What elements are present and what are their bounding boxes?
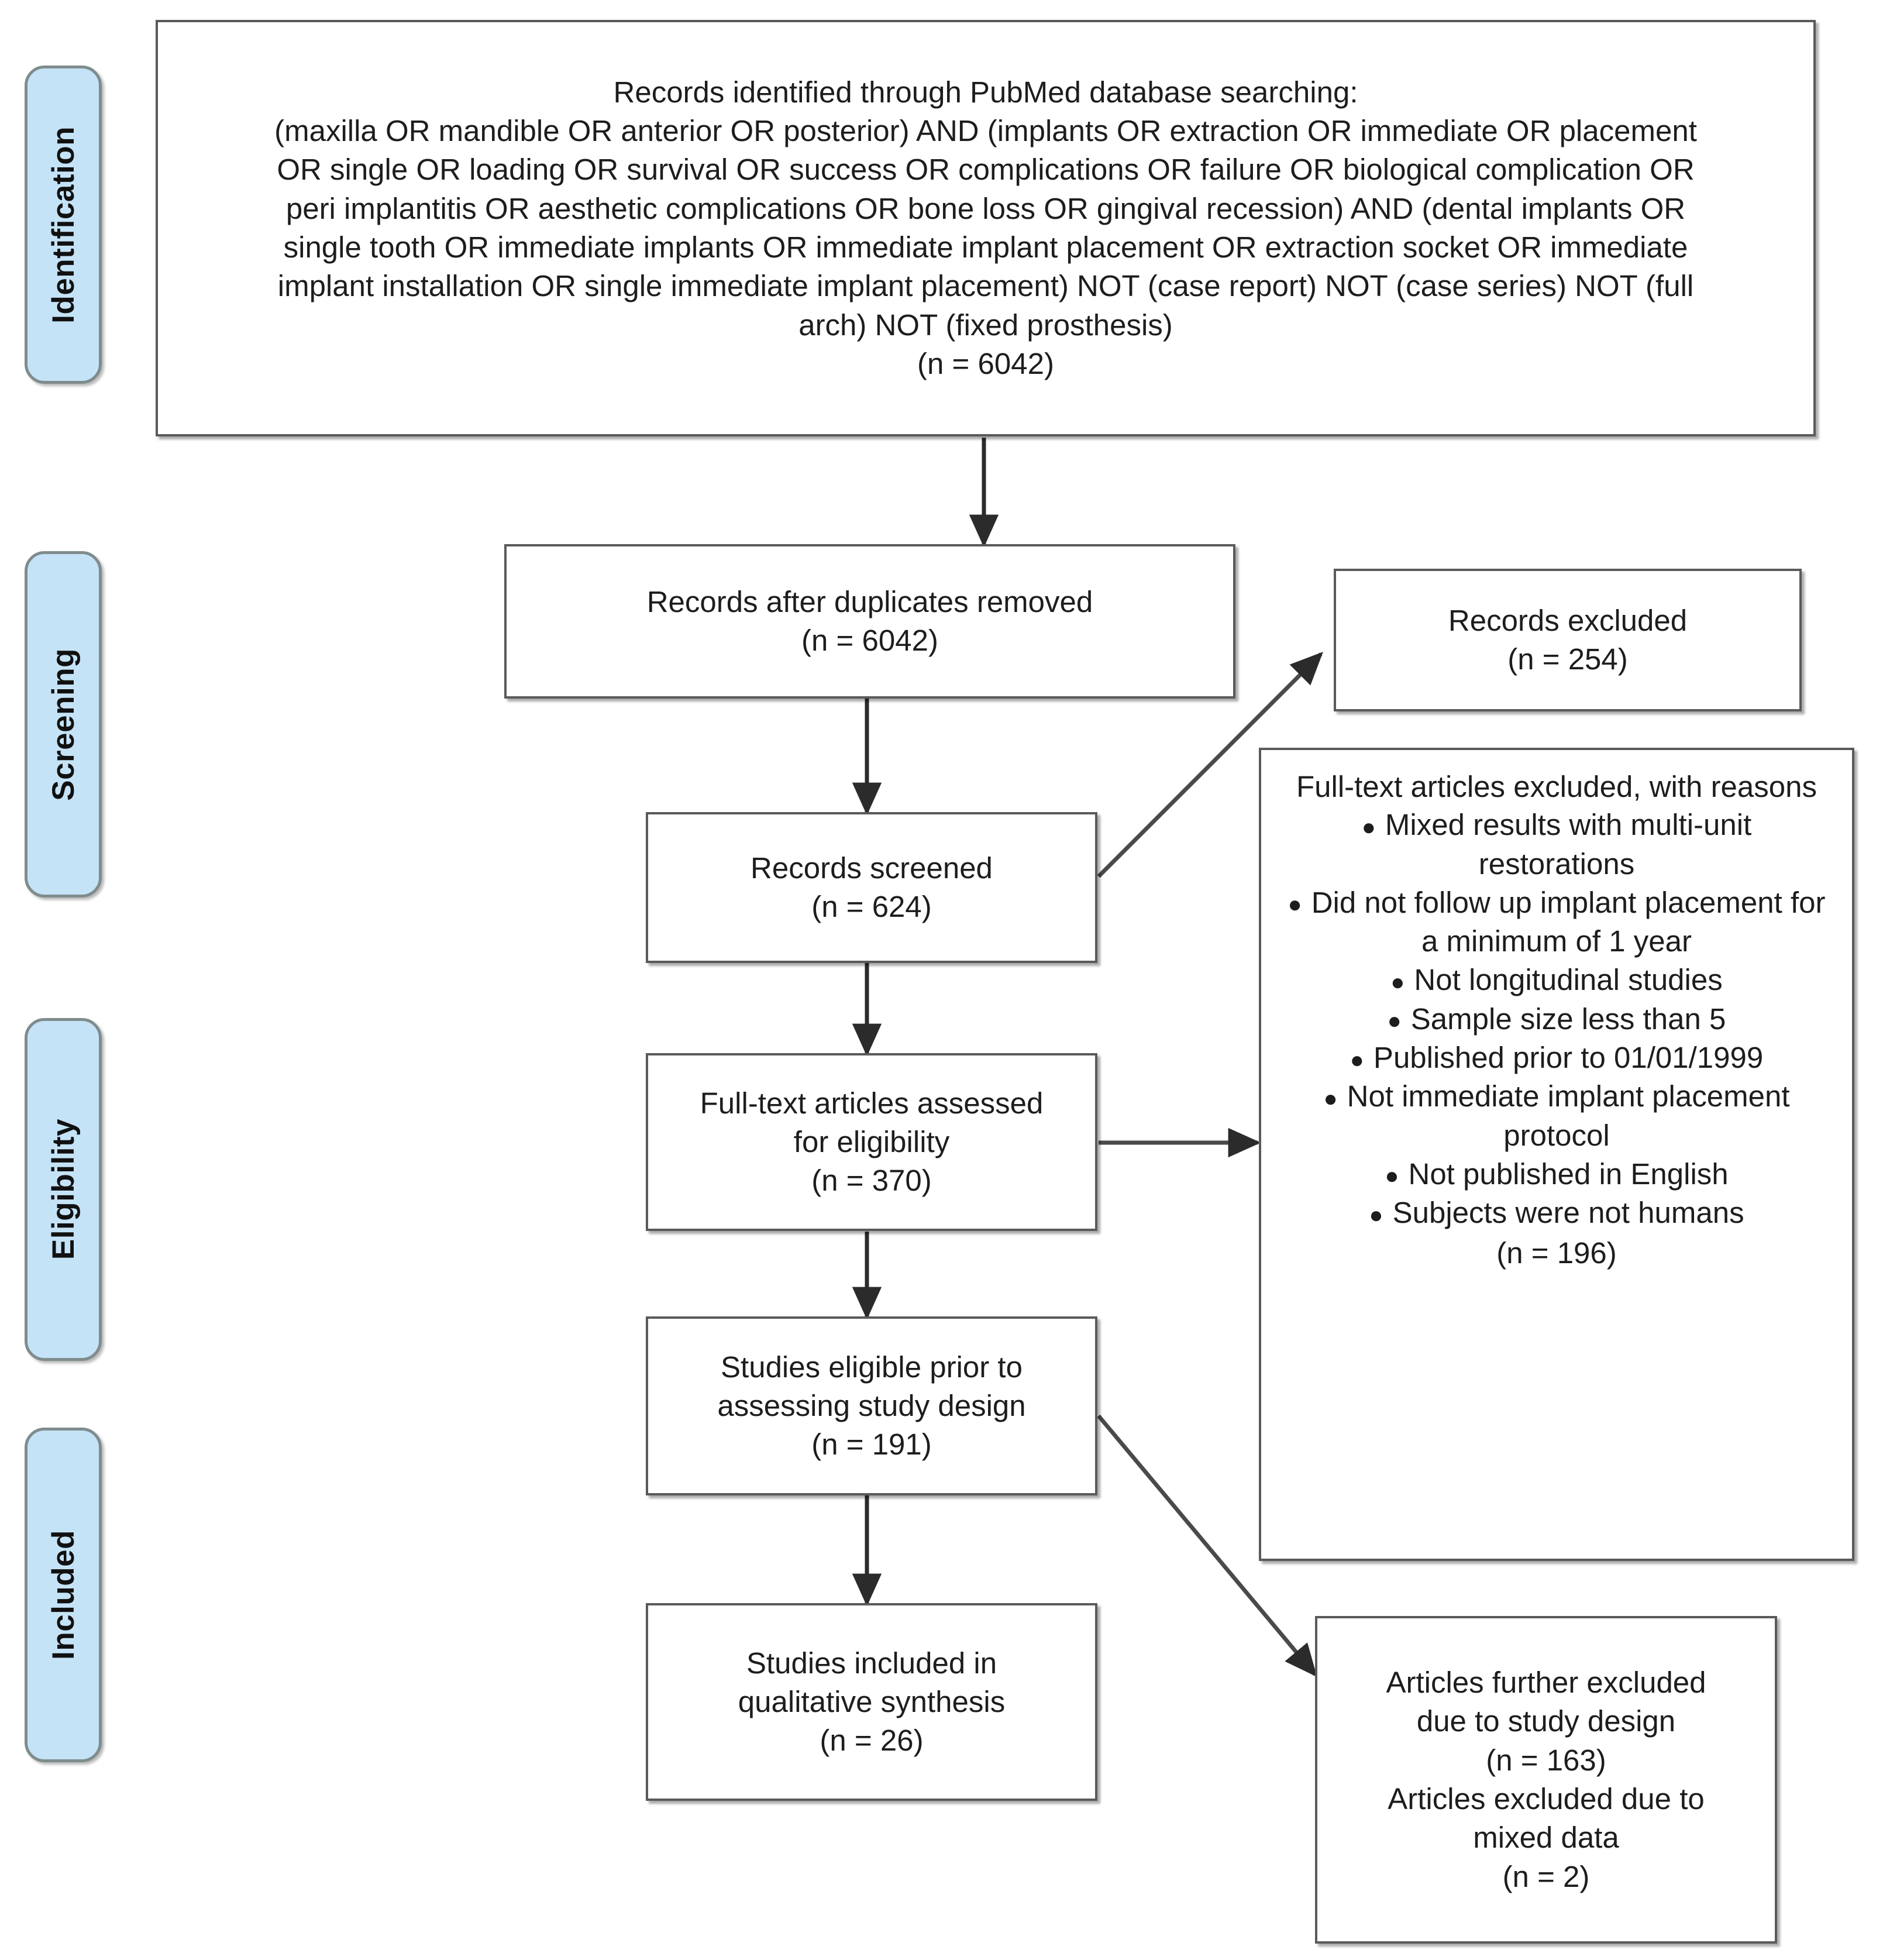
box-articles-excluded-count-2: (n = 2)	[1502, 1859, 1590, 1893]
box-studies-included: Studies included in qualitative synthesi…	[646, 1603, 1097, 1801]
stage-label-screening-text: Screening	[46, 648, 81, 801]
box-records-identified-line-7: arch) NOT (fixed prosthesis)	[798, 308, 1173, 342]
box-studies-eligible-line-1: Studies eligible prior to	[721, 1350, 1023, 1384]
box-records-after-duplicates-removed: Records after duplicates removed (n = 60…	[504, 544, 1235, 699]
exclusion-reasons-list: ● Mixed results with multi-unit restorati…	[1276, 806, 1837, 1232]
box-articles-excluded-count-1: (n = 163)	[1486, 1743, 1606, 1777]
reason-text: Not longitudinal studies	[1414, 963, 1723, 997]
list-item: ● Sample size less than 5	[1276, 1000, 1837, 1039]
bullet-icon: ●	[1369, 1202, 1383, 1228]
box-records-screened-label: Records screened	[751, 851, 993, 885]
stage-label-included: Included	[25, 1428, 102, 1762]
reason-text: Published prior to 01/01/1999	[1373, 1041, 1764, 1075]
list-item: ● Mixed results with multi-unit restorati…	[1276, 806, 1837, 883]
box-studies-included-count: (n = 26)	[820, 1724, 924, 1758]
box-studies-included-line-2: qualitative synthesis	[738, 1684, 1006, 1718]
bullet-icon: ●	[1350, 1047, 1364, 1073]
box-fulltext-assessed-line-2: for eligibility	[793, 1125, 950, 1158]
box-after-duplicates-label: Records after duplicates removed	[646, 584, 1093, 618]
stage-label-included-text: Included	[46, 1530, 81, 1660]
bullet-icon: ●	[1390, 969, 1405, 995]
box-studies-eligible: Studies eligible prior to assessing stud…	[646, 1316, 1097, 1495]
box-records-excluded: Records excluded (n = 254)	[1334, 569, 1802, 711]
box-studies-eligible-count: (n = 191)	[811, 1428, 932, 1462]
bullet-icon: ●	[1288, 892, 1302, 918]
box-fulltext-assessed-count: (n = 370)	[811, 1164, 932, 1198]
reason-text: Subjects were not humans	[1392, 1196, 1744, 1230]
box-articles-excluded-line-1: Articles further excluded	[1386, 1666, 1706, 1700]
box-studies-eligible-line-2: assessing study design	[717, 1388, 1026, 1422]
box-studies-included-line-1: Studies included in	[746, 1646, 997, 1680]
box-fulltext-excluded-count: (n = 196)	[1496, 1236, 1617, 1270]
box-fulltext-articles-excluded-with-reasons: Full-text articles excluded, with reason…	[1259, 748, 1854, 1561]
list-item: ● Subjects were not humans	[1276, 1194, 1837, 1232]
stage-label-screening: Screening	[25, 551, 102, 898]
box-records-identified-line-6: implant installation OR single immediate…	[277, 269, 1694, 303]
box-records-identified-count: (n = 6042)	[917, 346, 1054, 380]
reason-text: Mixed results with multi-unit restoratio…	[1385, 808, 1752, 881]
box-records-screened-count: (n = 624)	[811, 890, 932, 923]
box-fulltext-articles-assessed: Full-text articles assessed for eligibil…	[646, 1053, 1097, 1231]
box-records-screened: Records screened (n = 624)	[646, 812, 1097, 963]
box-records-identified-line-1: Records identified through PubMed databa…	[613, 75, 1358, 109]
box-after-duplicates-count: (n = 6042)	[801, 624, 938, 657]
box-articles-excluded-line-2: due to study design	[1416, 1704, 1676, 1738]
stage-label-eligibility: Eligibility	[25, 1018, 102, 1361]
box-records-identified: Records identified through PubMed databa…	[156, 20, 1816, 436]
reason-text: Sample size less than 5	[1410, 1002, 1726, 1036]
box-fulltext-excluded-heading-line-2: reasons	[1710, 770, 1817, 803]
box-records-excluded-label: Records excluded	[1448, 603, 1688, 637]
box-articles-further-excluded: Articles further excluded due to study d…	[1315, 1616, 1777, 1944]
bullet-icon: ●	[1387, 1008, 1402, 1034]
stage-label-identification: Identification	[25, 66, 102, 384]
bullet-icon: ●	[1361, 814, 1376, 840]
list-item: ● Not published in English	[1276, 1155, 1837, 1194]
list-item: ● Not immediate implant placement protoco…	[1276, 1077, 1837, 1155]
box-records-identified-line-2: (maxilla OR mandible OR anterior OR post…	[274, 114, 1697, 148]
stage-label-identification-text: Identification	[46, 126, 81, 324]
list-item: ● Did not follow up implant placement for…	[1276, 883, 1837, 961]
box-records-identified-line-3: OR single OR loading OR survival OR succ…	[277, 153, 1695, 187]
bullet-icon: ●	[1323, 1085, 1338, 1112]
box-records-identified-line-5: single tooth OR immediate implants OR im…	[283, 231, 1688, 264]
bullet-icon: ●	[1385, 1163, 1399, 1189]
box-articles-excluded-line-3: Articles excluded due to	[1388, 1782, 1705, 1815]
list-item: ● Published prior to 01/01/1999	[1276, 1039, 1837, 1077]
reason-text: Not published in English	[1408, 1157, 1729, 1191]
box-articles-excluded-line-4: mixed data	[1473, 1821, 1619, 1855]
box-fulltext-assessed-line-1: Full-text articles assessed	[700, 1086, 1044, 1120]
stage-label-eligibility-text: Eligibility	[46, 1119, 81, 1260]
reason-text: Not immediate implant placement protocol	[1347, 1079, 1790, 1152]
list-item: ● Not longitudinal studies	[1276, 961, 1837, 999]
box-records-identified-line-4: peri implantitis OR aesthetic complicati…	[285, 191, 1686, 225]
reason-text: Did not follow up implant placement for …	[1311, 885, 1826, 958]
box-fulltext-excluded-heading-line-1: Full-text articles excluded, with	[1296, 770, 1703, 803]
box-records-excluded-count: (n = 254)	[1507, 642, 1628, 676]
